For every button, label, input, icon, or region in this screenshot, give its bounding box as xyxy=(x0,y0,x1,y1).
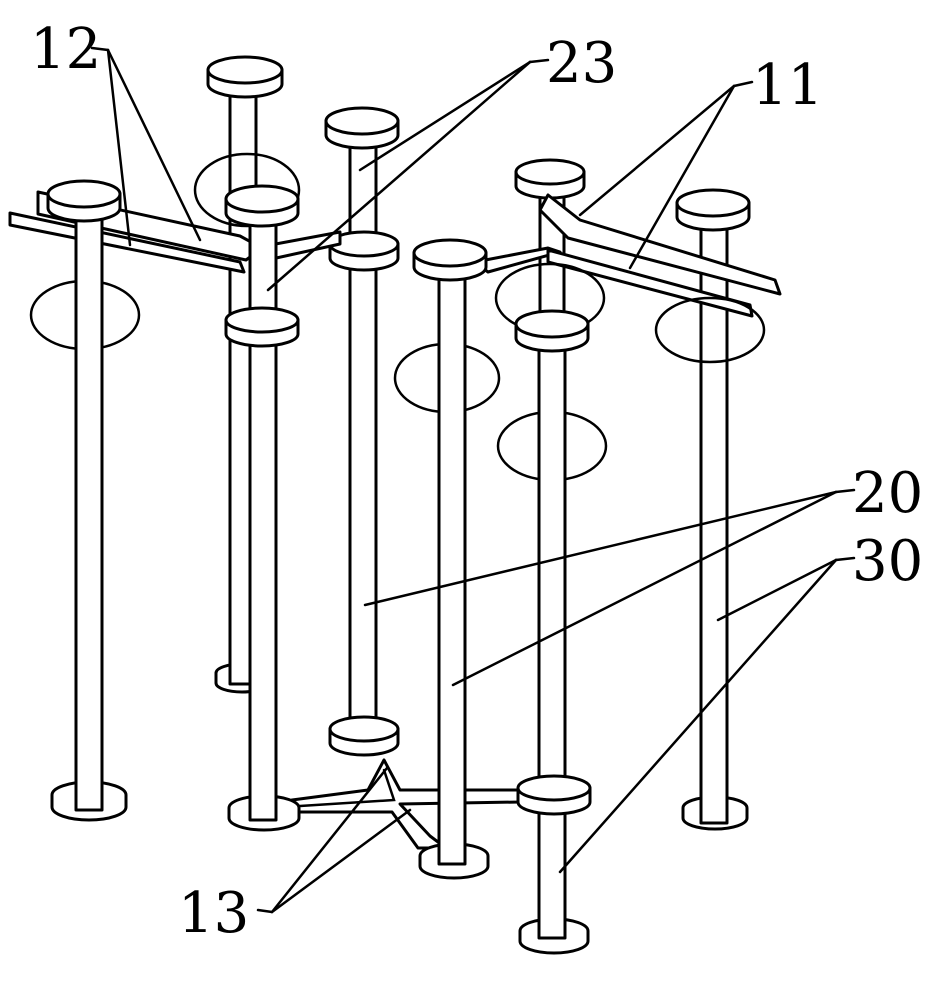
ref-label-20: 20 xyxy=(852,461,923,526)
rod-far-right xyxy=(677,190,749,829)
ref-label-11: 11 xyxy=(752,53,823,118)
rod-front-center xyxy=(414,240,488,878)
rod-front-right xyxy=(516,311,590,953)
ref-label-23: 23 xyxy=(546,31,617,96)
ref-label-13: 13 xyxy=(178,881,249,946)
ref-label-12: 12 xyxy=(30,17,101,82)
rod-front-left xyxy=(48,181,126,820)
leader-lines xyxy=(92,48,854,912)
strip-lower xyxy=(292,760,520,848)
rod-back-middle xyxy=(326,108,398,755)
ref-label-30: 30 xyxy=(852,529,923,594)
ring-markers xyxy=(31,154,764,480)
